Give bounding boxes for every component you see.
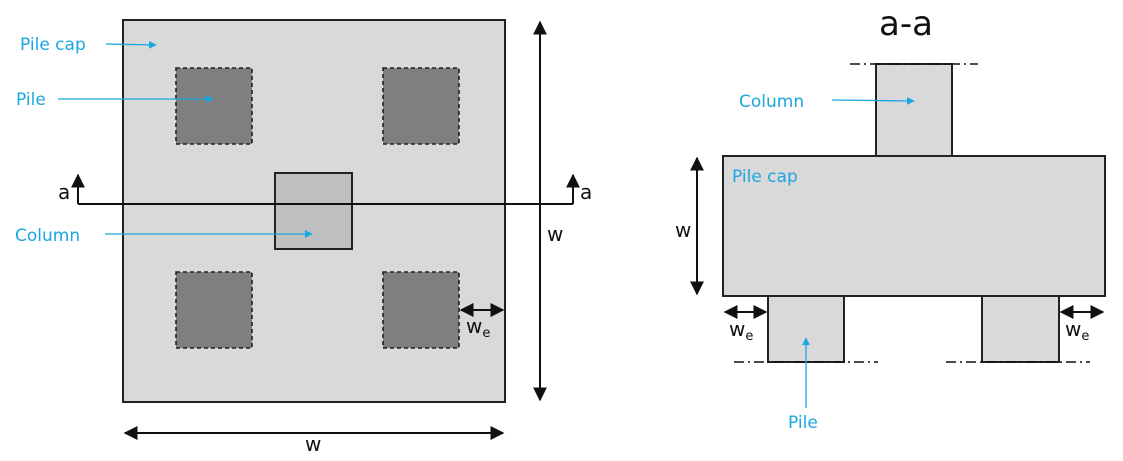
section-title: a-a xyxy=(879,4,933,44)
plan-dimension-bottom-label: w xyxy=(305,432,321,456)
plan-pile-bottom-left xyxy=(175,271,253,349)
section-view: a-a Column Pile cap Pile w we we xyxy=(675,4,1106,433)
section-mark-right: a xyxy=(580,180,592,204)
section-cut-line xyxy=(71,173,580,205)
plan-pile-bottom-right xyxy=(382,271,460,349)
plan-view: a a Pile cap Pile Column w w we xyxy=(15,19,592,456)
plan-label-pile-cap: Pile cap xyxy=(20,35,86,55)
plan-column xyxy=(274,172,353,250)
section-pile-right xyxy=(981,295,1060,363)
plan-dimension-right-label: w xyxy=(547,222,563,246)
plan-pile-top-right xyxy=(382,67,460,145)
plan-edge-distance-label: we xyxy=(466,314,490,341)
section-mark-left: a xyxy=(58,180,70,204)
plan-pile-cap-leader xyxy=(105,40,157,49)
plan-label-column: Column xyxy=(15,226,80,246)
section-label-pile-cap: Pile cap xyxy=(732,167,798,187)
section-column xyxy=(875,63,953,157)
section-dimension-height-label: w xyxy=(675,218,691,242)
plan-pile-top-left xyxy=(175,67,253,145)
section-pile-cap xyxy=(722,155,1106,297)
section-label-pile: Pile xyxy=(788,413,818,433)
section-edge-left-label: we xyxy=(729,317,753,344)
section-column-leader xyxy=(831,97,915,105)
section-edge-right-label: we xyxy=(1065,317,1089,344)
plan-label-pile: Pile xyxy=(16,90,46,110)
section-label-column: Column xyxy=(739,92,804,112)
